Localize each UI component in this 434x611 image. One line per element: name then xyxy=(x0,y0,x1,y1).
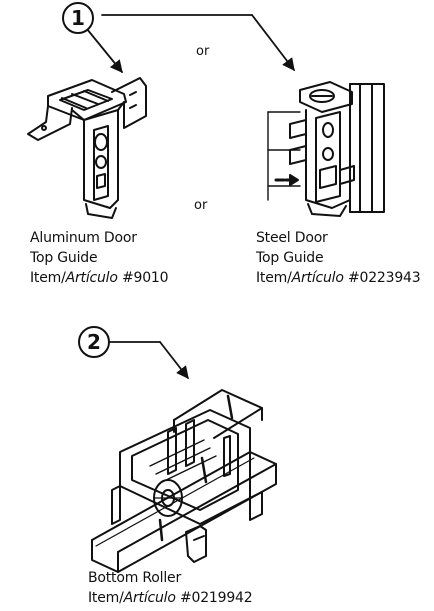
caption-item-number: Item/Artículo #0223943 xyxy=(256,270,421,286)
caption-part-name: Steel Door xyxy=(256,230,328,246)
bottom-roller-illustration xyxy=(91,389,277,573)
callout-1-badge: 1 xyxy=(62,2,94,34)
caption-item-number: Item/Artículo #9010 xyxy=(30,270,169,286)
caption-part-name: Aluminum Door xyxy=(30,230,137,246)
callout-2-arrow xyxy=(107,341,189,379)
aluminum-top-guide-illustration xyxy=(27,77,147,219)
steel-door-caption: Steel Door Top Guide Item/Artículo #0223… xyxy=(256,228,421,288)
aluminum-door-caption: Aluminum Door Top Guide Item/Artículo #9… xyxy=(30,228,169,288)
or-label-top: or xyxy=(196,44,210,59)
steel-top-guide-illustration xyxy=(267,81,385,217)
caption-part-name: Bottom Roller xyxy=(88,570,182,586)
caption-part-type: Top Guide xyxy=(256,250,324,266)
callout-1-arrows xyxy=(77,14,295,73)
bottom-roller-caption: Bottom Roller Item/Artículo #0219942 xyxy=(88,568,253,608)
caption-part-type: Top Guide xyxy=(30,250,98,266)
caption-item-number: Item/Artículo #0219942 xyxy=(88,590,253,606)
callout-2-badge: 2 xyxy=(78,326,110,358)
or-label-bottom: or xyxy=(194,198,208,213)
